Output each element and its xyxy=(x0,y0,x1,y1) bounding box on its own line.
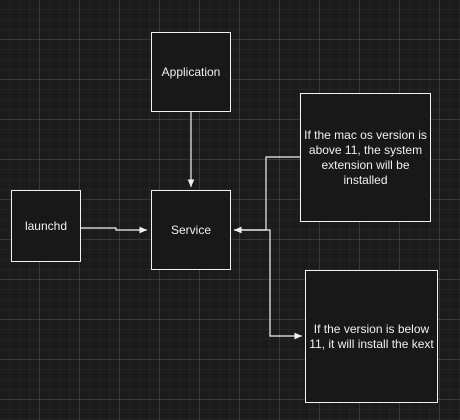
below-11-label: If the version is below 11, it will inst… xyxy=(309,321,434,351)
launchd-node[interactable]: launchd xyxy=(11,190,81,262)
below-11-node[interactable]: If the version is below 11, it will inst… xyxy=(305,270,438,403)
application-node[interactable]: Application xyxy=(151,32,231,112)
above-11-label: If the mac os version is above 11, the s… xyxy=(304,127,427,187)
launchd-label: launchd xyxy=(24,218,68,233)
service-label: Service xyxy=(170,222,211,237)
edge-service-to-above[interactable] xyxy=(234,156,300,234)
application-label: Application xyxy=(161,64,221,79)
edge-launchd-to-service[interactable] xyxy=(81,226,147,234)
edge-service-to-below[interactable] xyxy=(234,229,302,340)
above-11-node[interactable]: If the mac os version is above 11, the s… xyxy=(300,93,431,222)
service-node[interactable]: Service xyxy=(151,190,231,270)
